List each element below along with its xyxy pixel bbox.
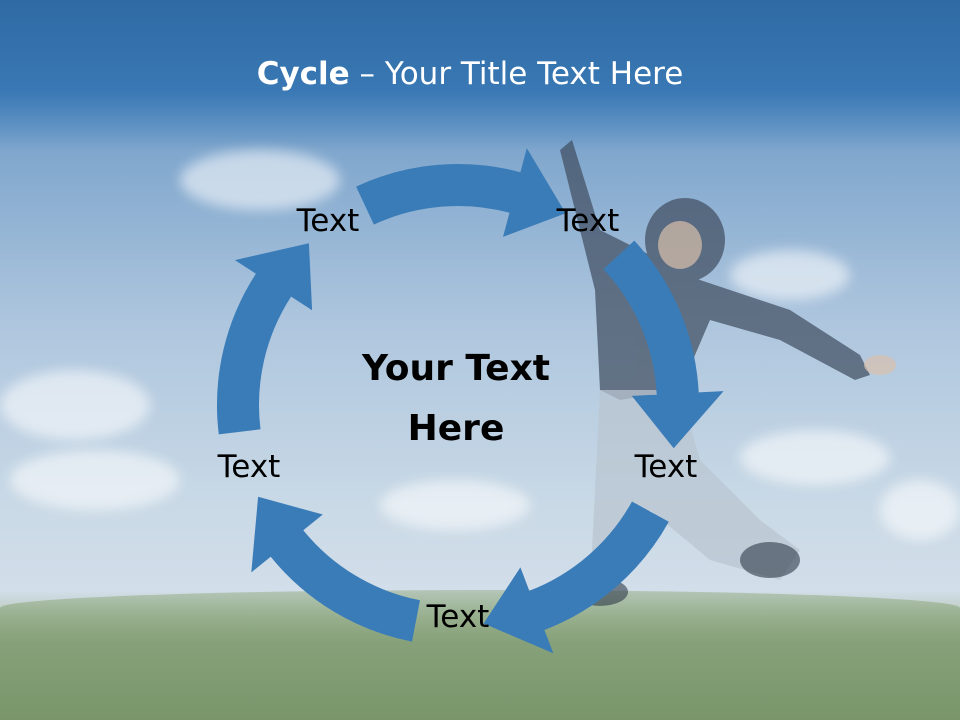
title-rest-part: – Your Title Text Here — [349, 56, 684, 92]
cycle-arrow-4 — [251, 496, 420, 642]
cloud — [740, 430, 890, 485]
step-label-5: Text — [296, 203, 360, 239]
center-text-line-1: Your Text — [361, 348, 550, 389]
cloud — [730, 250, 850, 300]
cycle-arrow-3 — [483, 501, 669, 654]
cloud — [380, 480, 530, 530]
cloud — [0, 370, 150, 440]
step-label-4: Text — [217, 449, 281, 485]
title-band — [0, 0, 960, 150]
title-bold-part: Cycle — [256, 56, 350, 92]
step-label-1: Text — [556, 203, 620, 239]
cycle-arrow-1 — [356, 148, 566, 237]
cycle-arrow-5 — [216, 243, 313, 435]
step-label-2: Text — [634, 449, 698, 485]
grass-field — [0, 590, 960, 720]
cycle-arrows — [216, 148, 724, 654]
cloud — [180, 150, 340, 210]
center-text-line-2: Here — [408, 408, 505, 449]
cycle-arrow-2 — [603, 240, 724, 449]
jumping-person-photo — [560, 140, 896, 606]
slide-title: Cycle – Your Title Text Here — [0, 56, 940, 92]
cloud — [10, 450, 180, 510]
cloud — [880, 480, 960, 540]
step-label-3: Text — [426, 599, 490, 635]
